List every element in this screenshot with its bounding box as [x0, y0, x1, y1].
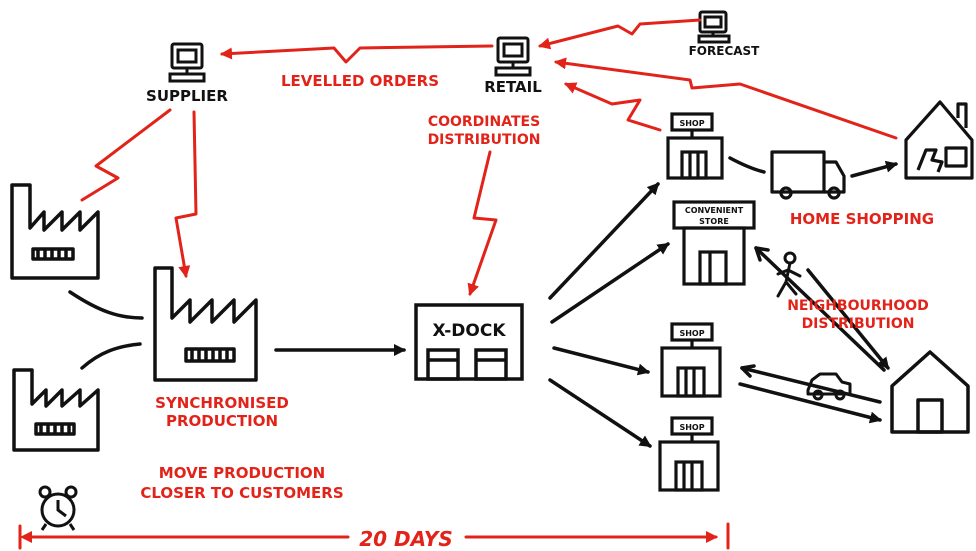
xdock-building-icon [414, 303, 524, 381]
shop-sign-bottom: SHOP [679, 423, 704, 432]
move-production-label-line2: CLOSER TO CUSTOMERS [140, 484, 343, 502]
twenty-days-label: 20 DAYS [359, 527, 452, 551]
truck-icon [770, 150, 846, 200]
neighbourhood-label-line2: DISTRIBUTION [802, 316, 915, 332]
person-icon [776, 251, 802, 298]
convenient-sign-line2: STORE [699, 217, 729, 226]
move-production-label-line1: MOVE PRODUCTION [159, 464, 325, 482]
shop-icon-top [666, 112, 724, 180]
coordinates-label-line2: DISTRIBUTION [428, 132, 541, 148]
coordinates-label-line1: COORDINATES [428, 114, 540, 130]
home-shopping-label: HOME SHOPPING [790, 210, 934, 228]
shop-sign-middle: SHOP [679, 329, 704, 338]
supplier-label: SUPPLIER [146, 87, 228, 105]
forecast-label: FORECAST [689, 44, 761, 58]
shop-icon-middle [660, 322, 722, 398]
factory-icon-top [10, 183, 100, 280]
synchronised-label-line1: SYNCHRONISED [155, 394, 289, 412]
shop-sign-top: SHOP [679, 119, 704, 128]
levelled-orders-label: LEVELLED ORDERS [281, 72, 439, 90]
house-icon-top [904, 100, 974, 180]
synchronised-factory-icon [153, 266, 258, 382]
retail-label: RETAIL [484, 78, 542, 96]
factory-icon-bottom [12, 368, 100, 452]
forecast-computer-icon [697, 10, 731, 44]
neighbourhood-label-line1: NEIGHBOURHOOD [787, 298, 929, 314]
supplier-computer-icon [168, 42, 206, 83]
xdock-label: X-DOCK [433, 321, 507, 341]
convenient-sign-line1: CONVENIENT [685, 206, 744, 215]
shop-icon-bottom [658, 416, 720, 492]
retail-computer-icon [494, 36, 532, 77]
house-icon-bottom [890, 350, 970, 434]
synchronised-label-line2: PRODUCTION [166, 412, 278, 430]
convenience-store-icon [672, 200, 756, 286]
car-icon [806, 372, 852, 401]
material-flow-arrows [68, 156, 898, 448]
alarm-clock-icon [38, 485, 78, 531]
information-flow-arrows [18, 18, 898, 550]
